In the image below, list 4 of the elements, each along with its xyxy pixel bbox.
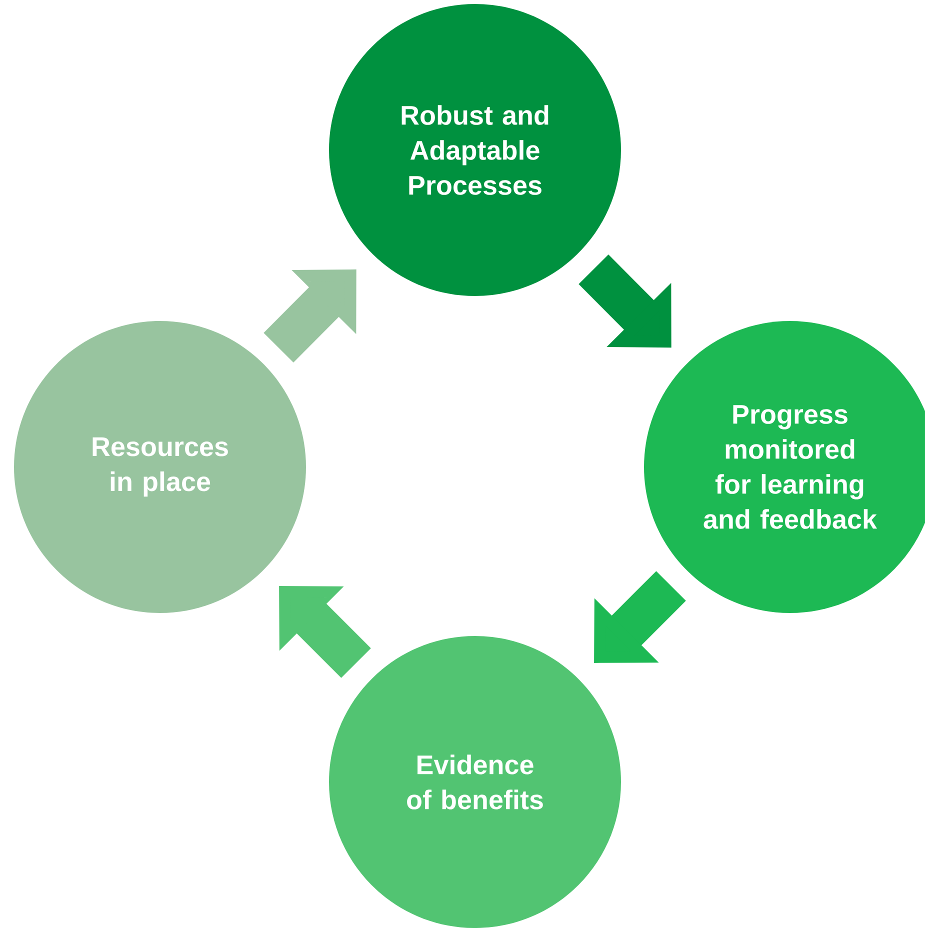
block-arrow: [264, 269, 356, 362]
block-arrow: [578, 254, 672, 348]
block-arrow: [279, 586, 371, 678]
block-arrow: [594, 571, 686, 663]
